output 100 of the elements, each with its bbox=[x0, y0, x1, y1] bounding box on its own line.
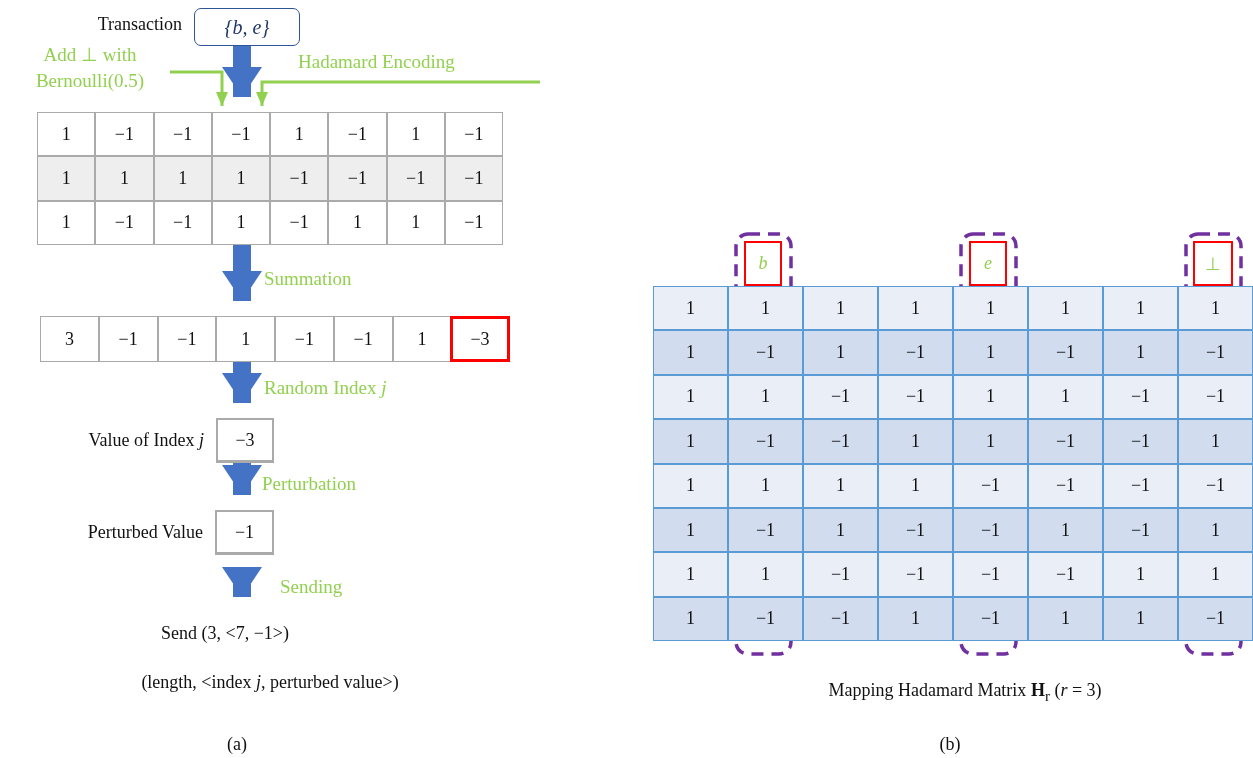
table-cell: −1 bbox=[328, 112, 387, 157]
table-cell: 1 bbox=[653, 419, 728, 464]
table-cell: 1 bbox=[270, 112, 329, 157]
table-cell: 1 bbox=[878, 596, 953, 641]
table-cell: −1 bbox=[803, 596, 878, 641]
table-cell: −1 bbox=[157, 316, 217, 362]
table-cell: −1 bbox=[953, 507, 1028, 553]
table-cell: −1 bbox=[386, 156, 445, 201]
table-cell: 1 bbox=[803, 286, 878, 331]
table-cell: 1 bbox=[95, 156, 154, 201]
node-caption: Value of Index j bbox=[88, 430, 204, 451]
item-box: b bbox=[744, 241, 782, 286]
table-cell: −1 bbox=[803, 419, 878, 464]
table-cell: 1 bbox=[1028, 374, 1103, 420]
table-cell: 1 bbox=[1178, 552, 1253, 597]
table-cell: −1 bbox=[878, 507, 953, 553]
table-cell: 1 bbox=[1028, 507, 1103, 553]
table-cell: −1 bbox=[275, 316, 334, 362]
table-cell: −1 bbox=[328, 156, 387, 201]
table-cell: 1 bbox=[878, 463, 953, 508]
node-caption: Perturbed Value bbox=[87, 522, 203, 543]
table-cell: −1 bbox=[803, 552, 878, 597]
table-cell: 1 bbox=[728, 552, 803, 597]
table-cell: −1 bbox=[1178, 374, 1253, 420]
table-cell: −1 bbox=[878, 552, 953, 597]
table-cell: 1 bbox=[653, 463, 728, 508]
table-cell: 1 bbox=[386, 112, 445, 157]
table-cell: 1 bbox=[803, 507, 878, 553]
table-cell: −1 bbox=[98, 316, 158, 362]
table-cell: −1 bbox=[444, 156, 503, 201]
table-cell: 1 bbox=[386, 200, 445, 245]
panel-label: (b) bbox=[938, 734, 962, 755]
output-text: Send (3, <7, −1>) bbox=[120, 620, 330, 650]
step-note: Add ⊥ with Bernoulli(0.5) bbox=[10, 42, 170, 96]
table-cell: 1 bbox=[653, 286, 728, 331]
encoded-vector-table bbox=[37, 112, 503, 245]
table-cell: 1 bbox=[653, 596, 728, 641]
table-cell: 1 bbox=[1028, 286, 1103, 331]
table-cell: 1 bbox=[653, 330, 728, 375]
table-cell: −1 bbox=[1028, 330, 1103, 375]
arrow bbox=[222, 567, 262, 597]
arrow bbox=[222, 46, 262, 97]
table-cell: −1 bbox=[95, 112, 154, 157]
table-cell: −1 bbox=[1103, 507, 1178, 553]
arrow bbox=[222, 245, 262, 301]
table-cell: 1 bbox=[392, 316, 452, 362]
table-cell: 1 bbox=[153, 156, 212, 201]
arrow bbox=[170, 70, 228, 106]
table-cell: −1 bbox=[1178, 330, 1253, 375]
table-cell: 1 bbox=[728, 374, 803, 420]
table-cell: −1 bbox=[953, 552, 1028, 597]
value-box: −1 bbox=[215, 510, 274, 555]
table-cell: −1 bbox=[153, 112, 212, 157]
arrow bbox=[222, 463, 262, 495]
table-cell: −1 bbox=[803, 374, 878, 420]
table-cell: −1 bbox=[333, 316, 393, 362]
table-cell: −1 bbox=[1178, 596, 1253, 641]
table-cell: 3 bbox=[40, 316, 99, 362]
table-cell: 1 bbox=[37, 112, 96, 157]
sum-vector-row bbox=[40, 316, 510, 362]
table-cell: −1 bbox=[1103, 463, 1178, 508]
table-cell: −1 bbox=[1103, 374, 1178, 420]
table-cell: −1 bbox=[953, 596, 1028, 641]
table-cell: −1 bbox=[270, 200, 329, 245]
table-cell: −1 bbox=[1028, 419, 1103, 464]
table-cell: 1 bbox=[953, 330, 1028, 375]
table-cell: −1 bbox=[1028, 463, 1103, 508]
table-cell: −1 bbox=[728, 330, 803, 375]
table-cell: −1 bbox=[211, 112, 270, 157]
table-cell: 1 bbox=[211, 156, 270, 201]
table-cell: −1 bbox=[878, 330, 953, 375]
node-caption: Transaction bbox=[97, 14, 182, 35]
table-cell: 1 bbox=[728, 463, 803, 508]
table-cell: 1 bbox=[1028, 596, 1103, 641]
table-cell: 1 bbox=[37, 200, 96, 245]
table-cell: 1 bbox=[878, 419, 953, 464]
table-cell: −1 bbox=[728, 419, 803, 464]
table-cell: 1 bbox=[953, 419, 1028, 464]
table-cell: 1 bbox=[1103, 596, 1178, 641]
table-cell: 1 bbox=[653, 507, 728, 553]
table-cell: 1 bbox=[216, 316, 275, 362]
item-box: ⊥ bbox=[1193, 241, 1233, 286]
arrow bbox=[222, 362, 262, 403]
value-box: −3 bbox=[216, 418, 274, 463]
table-cell: 1 bbox=[653, 552, 728, 597]
table-cell: −1 bbox=[153, 200, 212, 245]
table-cell: 1 bbox=[803, 463, 878, 508]
table-cell: −1 bbox=[270, 156, 329, 201]
table-cell: −1 bbox=[1028, 552, 1103, 597]
table-cell: −1 bbox=[444, 112, 503, 157]
table-cell: 1 bbox=[878, 286, 953, 331]
table-cell: 1 bbox=[953, 374, 1028, 420]
table-cell: 1 bbox=[1178, 419, 1253, 464]
table-cell: 1 bbox=[37, 156, 96, 201]
table-cell: 1 bbox=[328, 200, 387, 245]
caption-text: Mapping Hadamard Matrix H$_{r}$ (r = 3) bbox=[827, 680, 1103, 705]
table-cell: 1 bbox=[803, 330, 878, 375]
table-cell: 1 bbox=[211, 200, 270, 245]
arrow bbox=[256, 80, 540, 106]
table-cell: −1 bbox=[95, 200, 154, 245]
